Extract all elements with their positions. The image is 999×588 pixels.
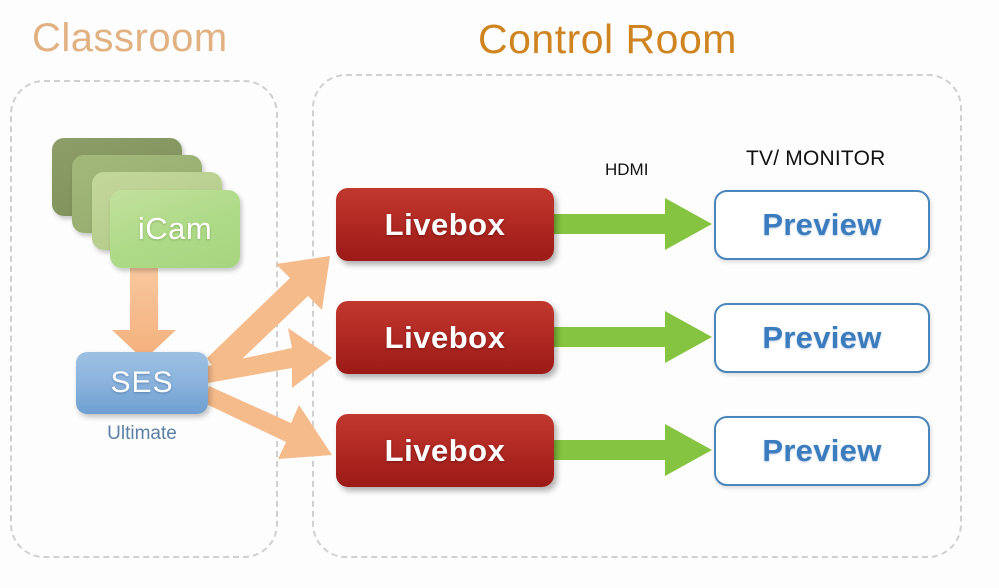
livebox-1[interactable]: Livebox	[336, 188, 554, 261]
tv-monitor-label: TV/ MONITOR	[746, 147, 886, 170]
livebox-2[interactable]: Livebox	[336, 301, 554, 374]
preview-1[interactable]: Preview	[714, 190, 930, 260]
icam-card-front[interactable]: iCam	[110, 190, 240, 268]
icam-camera-stack[interactable]: iCam	[52, 138, 248, 273]
preview-3[interactable]: Preview	[714, 416, 930, 486]
ses-sublabel: Ultimate	[107, 423, 177, 444]
livebox-3[interactable]: Livebox	[336, 414, 554, 487]
preview-3-label: Preview	[762, 433, 882, 468]
preview-2-label: Preview	[762, 320, 882, 355]
preview-1-label: Preview	[762, 207, 882, 242]
icam-label: iCam	[137, 211, 213, 246]
classroom-title: Classroom	[32, 16, 228, 60]
control-room-title: Control Room	[478, 16, 737, 62]
preview-2[interactable]: Preview	[714, 303, 930, 373]
hdmi-label: HDMI	[605, 160, 649, 179]
ses-label: SES	[110, 366, 174, 399]
livebox-3-label: Livebox	[384, 432, 506, 468]
livebox-1-label: Livebox	[384, 206, 506, 242]
ses-box[interactable]: SES	[76, 352, 208, 414]
livebox-2-label: Livebox	[384, 319, 506, 355]
